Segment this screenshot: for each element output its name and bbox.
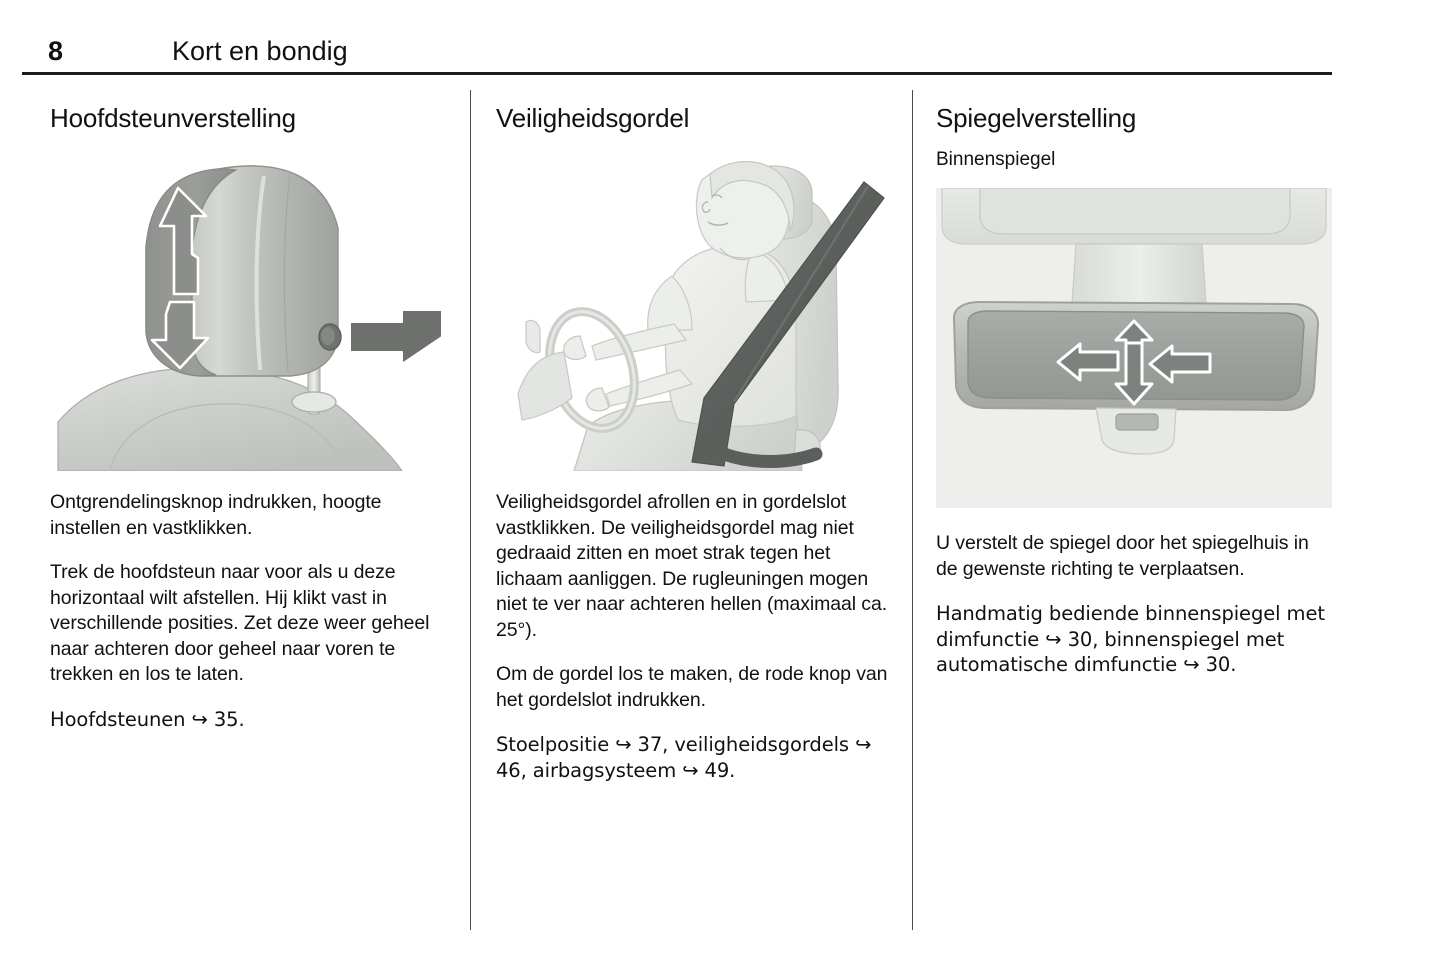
driver-collar <box>719 247 751 261</box>
seat-backrest-shape <box>57 367 403 471</box>
mirror-down-arrow-icon <box>1114 341 1154 406</box>
seatbelt-strap-highlight <box>733 185 869 403</box>
column-divider-1 <box>470 90 471 930</box>
driver-upper-arm <box>591 323 688 361</box>
roof-console-inner <box>979 188 1291 235</box>
driver-hair <box>709 161 795 233</box>
section-heading-spiegelverstelling: Spiegelverstelling <box>936 103 1137 133</box>
cross-reference-hoofdsteunen: Hoofdsteunen ↪ 35. <box>50 707 245 731</box>
seatbelt-strap <box>691 181 885 467</box>
turn-signal-stalk <box>525 319 541 354</box>
page-header: 8 Kort en bondig <box>0 0 1445 78</box>
seat-seam <box>109 403 339 471</box>
mirror-mount-stem <box>1071 243 1207 305</box>
press-button-arrow-icon <box>349 309 443 365</box>
seatbelt-lap-strap <box>717 447 823 468</box>
driver-lower-arm <box>605 369 694 407</box>
mirror-left-arrow-icon <box>1056 342 1120 382</box>
headrest-highlight <box>254 175 266 371</box>
driver-hand-upper <box>563 335 587 361</box>
headrest-figure-svg <box>57 165 443 471</box>
seatbelt-illustration <box>496 154 896 471</box>
paragraph-headrest-2: Trek de hoofdsteun naar voor als u deze … <box>50 561 430 685</box>
mirror-figure-svg <box>936 188 1332 508</box>
page-number: 8 <box>48 36 64 66</box>
paragraph-headrest-1: Ontgrendelingsknop indrukken, hoogte ins… <box>50 491 382 539</box>
paragraph-seatbelt-2: Om de gordel los te maken, de rode knop … <box>496 663 888 711</box>
steering-column <box>517 351 573 421</box>
headrest-post-collar <box>291 391 337 413</box>
section-heading-hoofdsteunverstelling: Hoofdsteunverstelling <box>50 103 296 133</box>
mirror-right-arrow-icon <box>1148 344 1212 384</box>
section-hoofdsteunverstelling: Hoofdsteunverstelling <box>50 78 450 732</box>
driver-mouth <box>707 221 729 226</box>
mirror-dimming-lever <box>1115 413 1159 431</box>
column-divider-2 <box>912 90 913 930</box>
headrest-adjustment-illustration <box>50 154 450 471</box>
paragraph-seatbelt-1: Veiligheidsgordel afrollen en in gordels… <box>496 491 888 641</box>
headrest-up-arrow-icon <box>158 186 208 296</box>
headrest-down-arrow-icon <box>150 300 210 370</box>
headrest-release-button-inner <box>321 327 335 345</box>
interior-mirror-illustration <box>936 188 1332 508</box>
driver-hand-lower <box>585 387 610 412</box>
paragraph-mirror-1: U verstelt de spiegel door het spiegelhu… <box>936 532 1309 580</box>
content-columns: Hoofdsteunverstelling <box>0 78 1445 966</box>
section-heading-veiligheidsgordel: Veiligheidsgordel <box>496 103 690 133</box>
cross-reference-stoelpositie: Stoelpositie ↪ 37, veiligheidsgordels ↪ … <box>496 733 872 782</box>
driver-face-profile <box>701 201 711 213</box>
section-veiligheidsgordel: Veiligheidsgordel <box>496 78 896 783</box>
cross-reference-binnenspiegel: Handmatig bediende binnenspiegel met dim… <box>936 602 1325 676</box>
driver-eye <box>711 194 723 199</box>
section-spiegelverstelling: Spiegelverstelling Binnenspiegel <box>936 78 1332 678</box>
seatbelt-figure-svg <box>517 161 885 471</box>
chapter-title: Kort en bondig <box>172 36 348 66</box>
headrest-crease <box>283 173 291 373</box>
sub-heading-binnenspiegel: Binnenspiegel <box>936 149 1056 170</box>
header-rule <box>22 72 1332 75</box>
